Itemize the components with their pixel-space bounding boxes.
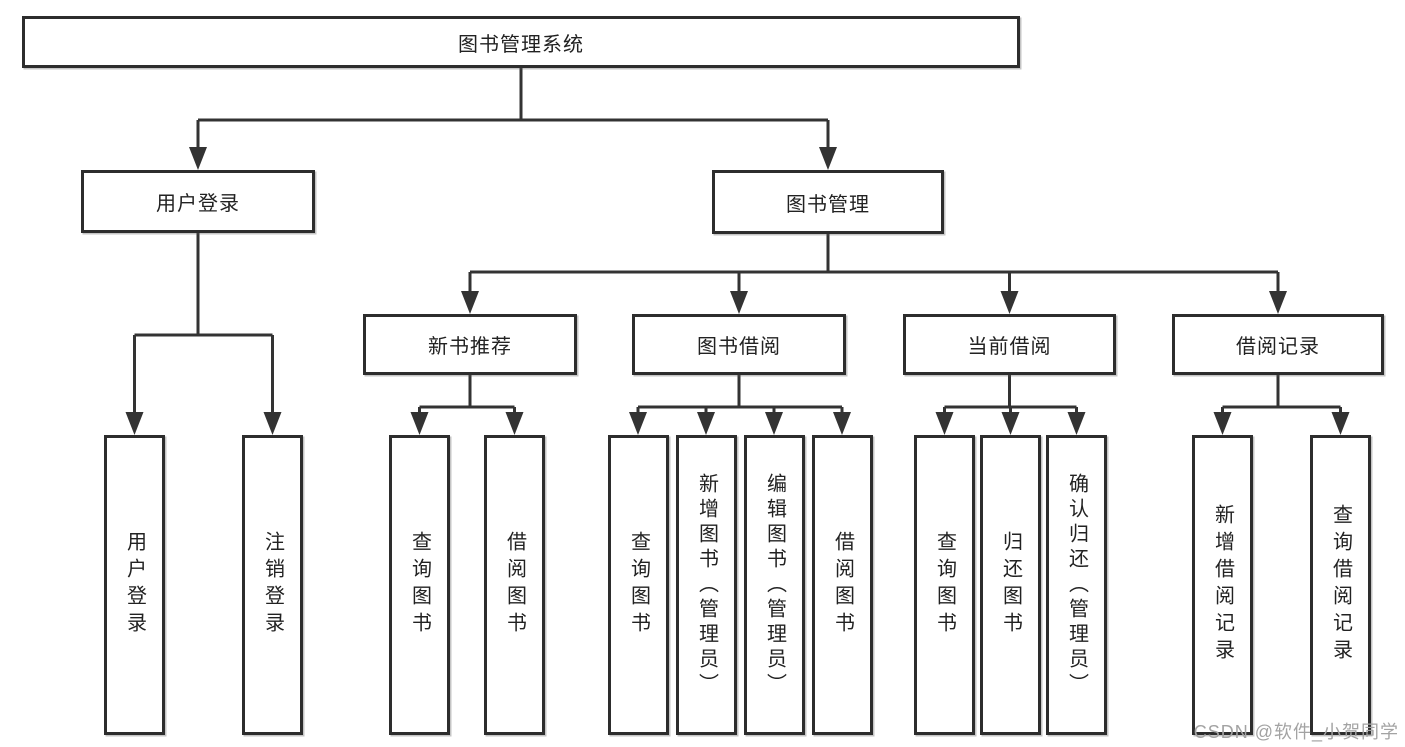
node-book-management: 图书管理: [712, 170, 944, 234]
leaf-borrow-books-1: 借阅图书: [484, 435, 545, 735]
leaf-logout: 注销登录: [242, 435, 303, 735]
leaf-edit-books-admin: 编辑图书（管理员）: [744, 435, 805, 735]
leaf-query-borrow-record: 查询借阅记录: [1310, 435, 1371, 735]
node-borrow-records: 借阅记录: [1172, 314, 1384, 375]
leaf-return-books: 归还图书: [980, 435, 1041, 735]
leaf-borrow-books-2: 借阅图书: [812, 435, 873, 735]
node-root-library-system: 图书管理系统: [22, 16, 1020, 68]
leaf-add-books-admin: 新增图书（管理员）: [676, 435, 737, 735]
leaf-query-books-2: 查询图书: [608, 435, 669, 735]
leaf-query-books-1: 查询图书: [389, 435, 450, 735]
leaf-user-login: 用户登录: [104, 435, 165, 735]
arrowheads: [125, 147, 1350, 435]
csdn-watermark: CSDN @软件_小贺同学: [1193, 722, 1399, 742]
node-current-borrow: 当前借阅: [903, 314, 1116, 375]
leaf-query-books-3: 查询图书: [914, 435, 975, 735]
node-book-borrow: 图书借阅: [632, 314, 846, 375]
leaf-confirm-return-admin: 确认归还（管理员）: [1046, 435, 1107, 735]
node-user-login: 用户登录: [81, 170, 315, 233]
node-new-book-recommend: 新书推荐: [363, 314, 577, 375]
leaf-add-borrow-record: 新增借阅记录: [1192, 435, 1253, 735]
